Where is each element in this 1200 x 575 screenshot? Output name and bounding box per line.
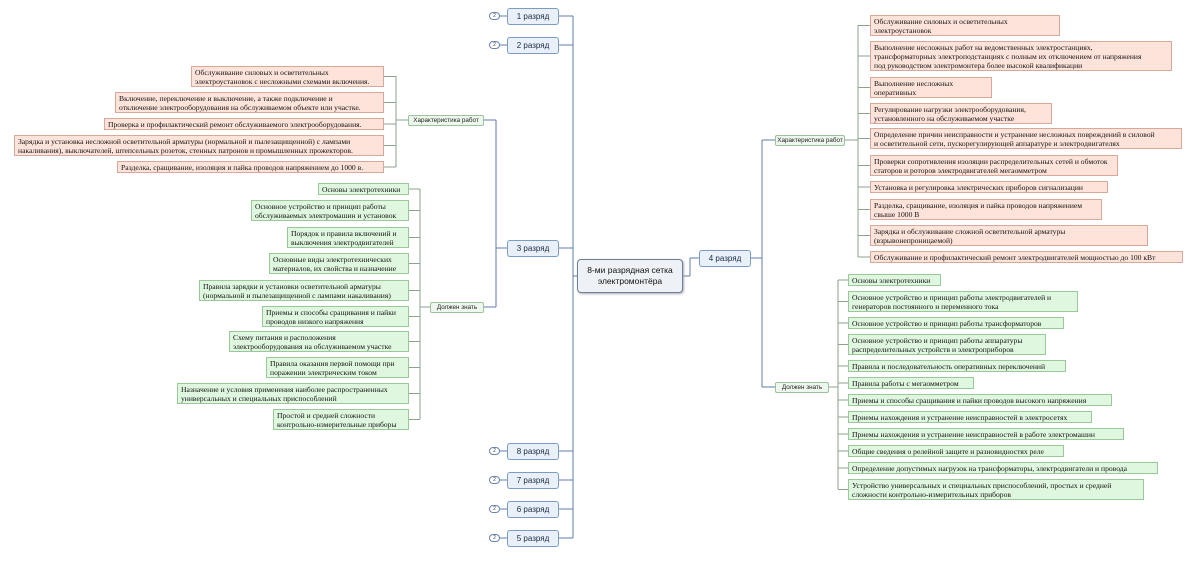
grade-6-node[interactable]: 6 разряд bbox=[507, 501, 559, 518]
g4-know-item[interactable]: Приемы нахождения и устранение неисправн… bbox=[848, 428, 1124, 440]
g4-know-item[interactable]: Основы электротехники bbox=[848, 274, 941, 286]
g4-work-item[interactable]: Установка и регулировка электрических пр… bbox=[870, 181, 1108, 193]
collapsed-count-badge[interactable]: 2 bbox=[489, 534, 500, 542]
grade-3-node[interactable]: 3 разряд bbox=[507, 240, 559, 257]
grade-7-node[interactable]: 7 разряд bbox=[507, 472, 559, 489]
g4-know-item[interactable]: Основное устройство и принцип работы тра… bbox=[848, 317, 1064, 329]
grade-8-node[interactable]: 8 разряд bbox=[507, 443, 559, 460]
g3-know-subtopic[interactable]: Должен знать bbox=[430, 302, 484, 313]
g4-work-item[interactable]: Определение причин неисправности и устра… bbox=[870, 128, 1182, 149]
g4-know-item[interactable]: Общие сведения о релейной защите и разно… bbox=[848, 445, 1064, 457]
central-topic[interactable]: 8-ми разрядная сетка электромонтёра bbox=[577, 259, 683, 293]
g4-know-subtopic[interactable]: Должен знать bbox=[775, 382, 829, 393]
g4-work-subtopic[interactable]: Характеристика работ bbox=[775, 135, 845, 146]
g4-know-item[interactable]: Правила работы с мегаомметром bbox=[848, 377, 974, 389]
collapsed-count-badge[interactable]: 2 bbox=[489, 447, 500, 455]
g3-work-item[interactable]: Разделка, сращивание, изоляция и пайка п… bbox=[117, 161, 384, 173]
g3-work-item[interactable]: Обслуживание силовых и осветительных эле… bbox=[191, 66, 384, 87]
g3-know-item[interactable]: Назначение и условия применения наиболее… bbox=[177, 383, 409, 404]
collapsed-count-badge[interactable]: 2 bbox=[489, 505, 500, 513]
g3-know-item[interactable]: Простой и средней сложности контрольно-и… bbox=[273, 409, 409, 430]
grade-4-node[interactable]: 4 разряд bbox=[699, 250, 751, 267]
g4-work-item[interactable]: Выполнение несложных оперативных переклю… bbox=[870, 77, 992, 98]
g3-know-item[interactable]: Основное устройство и принцип работы обс… bbox=[251, 200, 409, 221]
g3-work-item[interactable]: Зарядка и установка несложной осветитель… bbox=[14, 135, 384, 156]
g4-know-item[interactable]: Основное устройство и принцип работы эле… bbox=[848, 291, 1078, 312]
collapsed-count-badge[interactable]: 2 bbox=[489, 476, 500, 484]
g3-know-item[interactable]: Порядок и правила включений и выключения… bbox=[287, 227, 409, 248]
g3-know-item[interactable]: Правила зарядки и установки осветительно… bbox=[199, 280, 409, 301]
g4-know-item[interactable]: Правила и последовательность оперативных… bbox=[848, 360, 1066, 372]
g3-work-subtopic[interactable]: Характеристика работ bbox=[408, 115, 484, 126]
g4-know-item[interactable]: Определение допустимых нагрузок на транс… bbox=[848, 462, 1158, 474]
g3-work-item[interactable]: Проверка и профилактический ремонт обслу… bbox=[104, 118, 384, 130]
g4-work-item[interactable]: Обслуживание силовых и осветительных эле… bbox=[870, 15, 1060, 36]
g4-know-item[interactable]: Основное устройство и принцип работы апп… bbox=[848, 334, 1046, 355]
g3-know-item[interactable]: Основные виды электротехнических материа… bbox=[269, 253, 409, 274]
g3-know-item[interactable]: Схему питания и расположения электрообор… bbox=[229, 331, 409, 352]
g3-know-item[interactable]: Правила оказания первой помощи при пораж… bbox=[266, 357, 409, 378]
collapsed-count-badge[interactable]: 2 bbox=[489, 41, 500, 49]
g4-work-item[interactable]: Разделка, сращивание, изоляция и пайка п… bbox=[870, 199, 1102, 220]
grade-5-node[interactable]: 5 разряд bbox=[507, 530, 559, 547]
collapsed-count-badge[interactable]: 2 bbox=[489, 12, 500, 20]
g4-work-item[interactable]: Зарядка и обслуживание сложной осветител… bbox=[870, 225, 1148, 246]
g4-work-item[interactable]: Выполнение несложных работ на ведомствен… bbox=[870, 41, 1172, 71]
g4-know-item[interactable]: Устройство универсальных и специальных п… bbox=[848, 479, 1144, 500]
g4-work-item[interactable]: Регулирование нагрузки электрооборудован… bbox=[870, 103, 1052, 124]
g4-know-item[interactable]: Приемы нахождения и устранение неисправн… bbox=[848, 411, 1092, 423]
grade-2-node[interactable]: 2 разряд bbox=[507, 37, 559, 54]
g3-know-item[interactable]: Основы электротехники bbox=[318, 183, 409, 195]
g4-work-item[interactable]: Обслуживание и профилактический ремонт э… bbox=[870, 251, 1183, 263]
grade-1-node[interactable]: 1 разряд bbox=[507, 8, 559, 25]
g4-know-item[interactable]: Приемы и способы сращивания и пайки пров… bbox=[848, 394, 1112, 406]
g3-know-item[interactable]: Приемы и способы сращивания и пайки пров… bbox=[262, 306, 409, 327]
g3-work-item[interactable]: Включение, переключение и выключение, а … bbox=[115, 92, 384, 113]
g4-work-item[interactable]: Проверки сопротивления изоляции распреде… bbox=[870, 155, 1118, 176]
